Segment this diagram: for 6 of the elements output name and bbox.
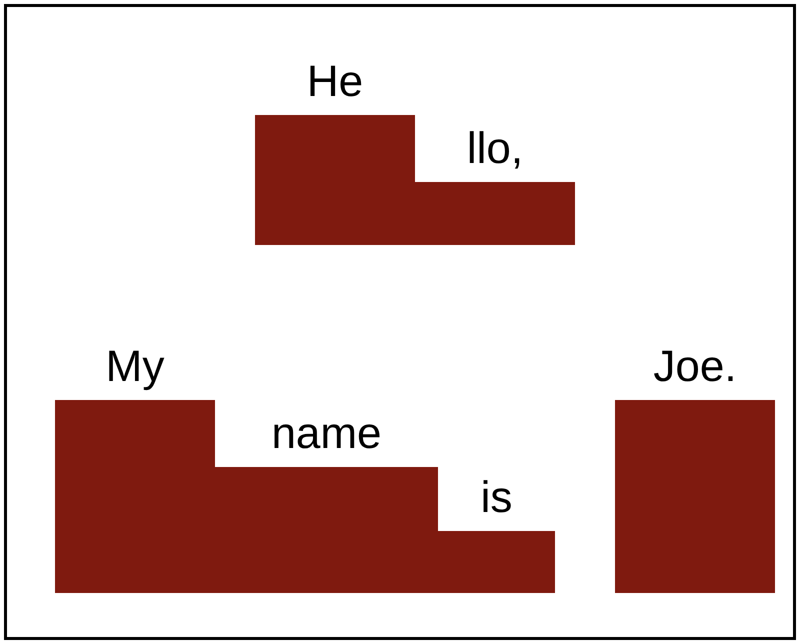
word-label: My — [104, 341, 166, 393]
word-label: llo, — [466, 123, 524, 175]
word-label: Joe. — [652, 341, 738, 393]
word-label: name — [270, 408, 383, 460]
word-label: is — [480, 472, 514, 524]
word-label: He — [306, 56, 364, 108]
